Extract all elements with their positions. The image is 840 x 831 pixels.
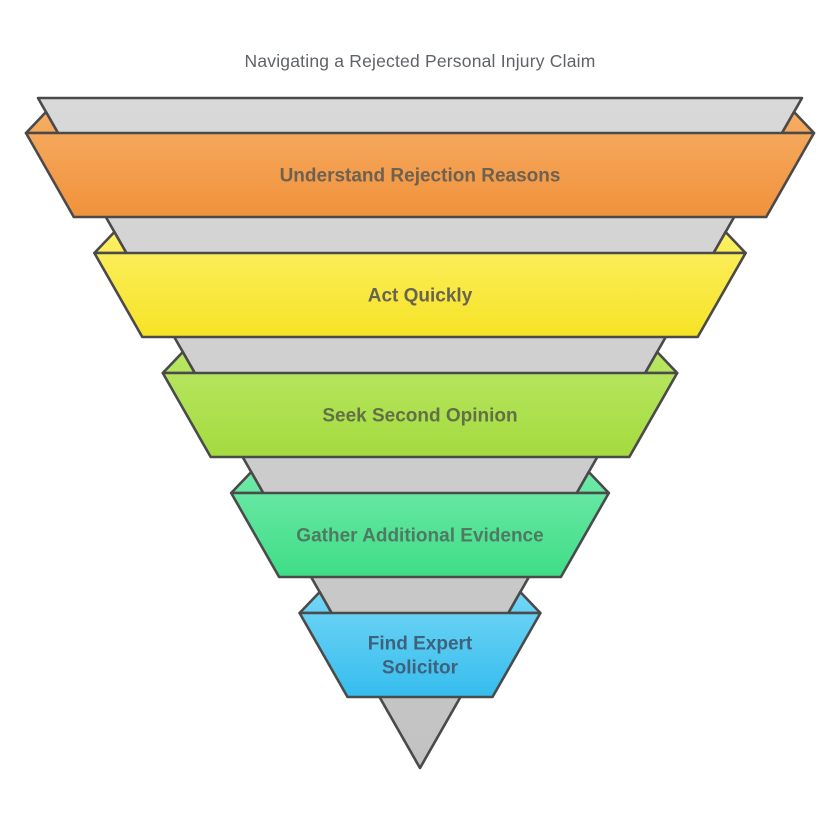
stage-2-band <box>93 251 747 339</box>
stage-3-label: Seek Second Opinion <box>322 406 517 427</box>
stage-5-label: Solicitor <box>382 658 459 679</box>
stage-1-label: Understand Rejection Reasons <box>280 166 561 187</box>
stage-3-band <box>161 371 679 459</box>
stage-1-band <box>24 131 816 219</box>
stage-5-band <box>298 611 542 699</box>
stage-4-band <box>229 491 611 579</box>
page-title: Navigating a Rejected Personal Injury Cl… <box>244 51 596 71</box>
stage-4-label: Gather Additional Evidence <box>296 526 543 547</box>
stage-2-label: Act Quickly <box>368 286 473 307</box>
stage-5-label: Find Expert <box>368 634 473 655</box>
